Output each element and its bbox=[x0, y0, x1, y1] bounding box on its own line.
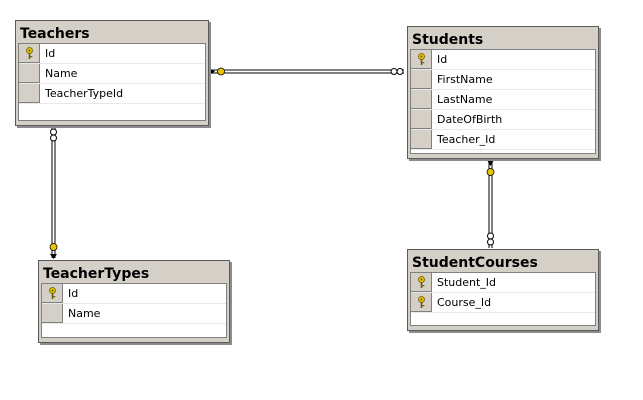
table-studentcourses[interactable]: StudentCourses Student_Id Course_Id bbox=[407, 249, 599, 331]
column-name: Id bbox=[68, 287, 79, 300]
column-row[interactable]: Name bbox=[42, 304, 226, 324]
infinity-end-icon bbox=[487, 232, 494, 246]
column-name: DateOfBirth bbox=[437, 113, 503, 126]
column-grid: Id FirstName LastName DateOfBirth Teache… bbox=[410, 49, 596, 154]
column-row[interactable]: Course_Id bbox=[411, 293, 595, 313]
column-name: Teacher_Id bbox=[437, 133, 496, 146]
column-row[interactable]: LastName bbox=[411, 90, 595, 110]
table-title: TeacherTypes bbox=[43, 266, 150, 282]
column-row[interactable]: Id bbox=[42, 284, 226, 304]
column-name: FirstName bbox=[437, 73, 493, 86]
column-name: Course_Id bbox=[437, 296, 492, 309]
row-selector[interactable] bbox=[411, 110, 432, 129]
column-name: TeacherTypeId bbox=[45, 87, 124, 100]
column-row[interactable]: Teacher_Id bbox=[411, 130, 595, 150]
infinity-end-icon bbox=[390, 68, 404, 75]
column-grid: Student_Id Course_Id bbox=[410, 272, 596, 326]
column-row[interactable]: TeacherTypeId bbox=[19, 84, 205, 104]
row-selector[interactable] bbox=[411, 273, 432, 292]
table-title: StudentCourses bbox=[412, 255, 538, 271]
column-name: Student_Id bbox=[437, 276, 497, 289]
column-grid: Id Name bbox=[41, 283, 227, 338]
column-name: Name bbox=[68, 307, 101, 320]
row-selector[interactable] bbox=[42, 304, 63, 323]
infinity-end-icon bbox=[50, 128, 57, 142]
row-selector[interactable] bbox=[411, 50, 432, 69]
key-end-icon bbox=[486, 160, 495, 176]
table-title: Students bbox=[412, 32, 484, 48]
column-name: Id bbox=[45, 47, 56, 60]
row-selector[interactable] bbox=[19, 64, 40, 83]
column-row[interactable]: Id bbox=[411, 50, 595, 70]
column-name: Name bbox=[45, 67, 78, 80]
row-selector[interactable] bbox=[411, 90, 432, 109]
column-row[interactable]: Id bbox=[19, 44, 205, 64]
row-selector[interactable] bbox=[411, 130, 432, 149]
row-selector[interactable] bbox=[19, 44, 40, 63]
relationship-teachertypes-teachers[interactable] bbox=[49, 128, 58, 259]
row-selector[interactable] bbox=[411, 293, 432, 312]
column-name: Id bbox=[437, 53, 448, 66]
primary-key-icon bbox=[26, 47, 33, 59]
table-teachertypes[interactable]: TeacherTypes Id Name bbox=[38, 260, 230, 343]
column-row[interactable]: Name bbox=[19, 64, 205, 84]
row-selector[interactable] bbox=[42, 284, 63, 303]
column-grid: Id Name TeacherTypeId bbox=[18, 43, 206, 121]
primary-key-icon bbox=[49, 287, 56, 299]
key-end-icon bbox=[49, 243, 58, 259]
row-selector[interactable] bbox=[411, 70, 432, 89]
primary-key-icon bbox=[418, 53, 425, 65]
table-students[interactable]: Students Id FirstName LastName DateOfBir… bbox=[407, 26, 599, 159]
row-selector[interactable] bbox=[19, 84, 40, 103]
relationship-teachers-students[interactable] bbox=[209, 67, 404, 76]
primary-key-icon bbox=[418, 276, 425, 288]
relationship-students-studentcourses[interactable] bbox=[486, 160, 495, 248]
column-row[interactable]: DateOfBirth bbox=[411, 110, 595, 130]
column-row[interactable]: Student_Id bbox=[411, 273, 595, 293]
table-teachers[interactable]: Teachers Id Name TeacherTypeId bbox=[15, 20, 209, 126]
primary-key-icon bbox=[418, 296, 425, 308]
key-end-icon bbox=[209, 67, 225, 76]
column-name: LastName bbox=[437, 93, 493, 106]
column-row[interactable]: FirstName bbox=[411, 70, 595, 90]
table-title: Teachers bbox=[20, 26, 90, 42]
